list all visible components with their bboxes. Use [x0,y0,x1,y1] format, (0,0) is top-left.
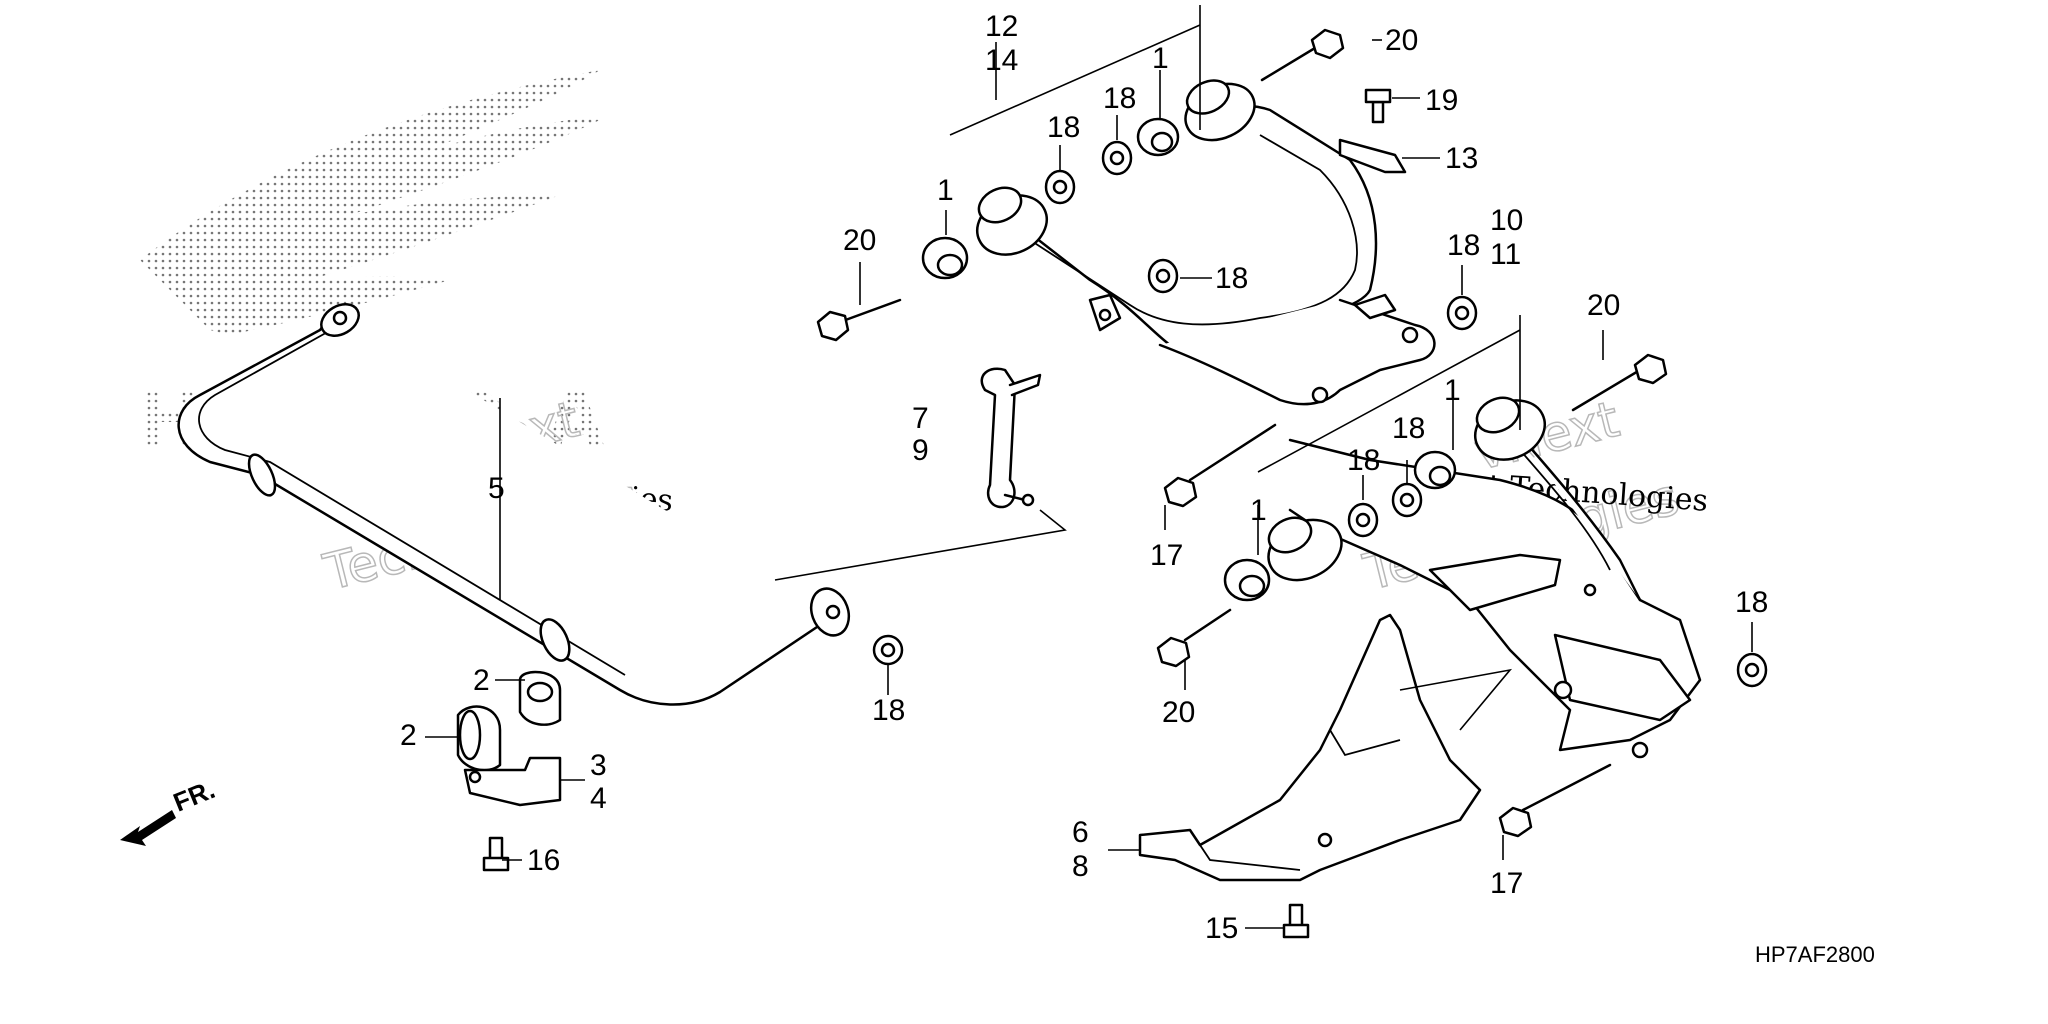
bolt-20-lower-right [1571,353,1668,412]
bushing-lower-front [1223,558,1271,602]
nut-18-d [1446,295,1478,331]
callout-1-upper-left: 1 [937,174,954,207]
callout-18-right: 18 [1447,229,1480,262]
callout-18-top-b: 18 [1047,111,1080,144]
callout-2-upper: 2 [473,664,490,697]
nut-18-c [1147,258,1179,294]
bushing-lower [456,705,502,772]
upper-arm [976,79,1436,406]
bolt-15 [1282,903,1310,939]
bolt-20-lower-left [1156,608,1232,668]
callout-2-lower: 2 [400,719,417,752]
callout-17-upper: 17 [1150,539,1183,572]
bushing-upper-front [921,236,969,280]
stabilizer-link [980,367,1042,509]
callout-1-upper-right: 1 [1152,42,1169,75]
nut-18-b [1101,140,1133,176]
callout-20-top: 20 [1385,24,1418,57]
stabilizer-bar [177,303,851,706]
bolt-20-upper-right [1260,28,1345,82]
flange-nut-stabilizer [872,634,904,666]
bushing-holder [463,756,562,807]
callout-20-right: 20 [1587,289,1620,322]
callout-1-lower-left: 1 [1250,494,1267,527]
nut-18-a [1044,169,1076,205]
callout-14: 14 [985,44,1018,77]
bushing-lower-rear [1413,450,1457,490]
callout-6: 6 [1072,816,1089,849]
bracket-13 [1338,138,1407,174]
callout-1-lower-right: 1 [1444,374,1461,407]
callout-18-far-right: 18 [1735,586,1768,619]
bolt-16 [482,836,510,872]
callout-20-upper-left: 20 [843,224,876,257]
callout-10: 10 [1490,204,1523,237]
callout-20-lower-left: 20 [1162,696,1195,729]
callout-9: 9 [912,434,929,467]
front-direction-arrow: FR. [120,774,219,846]
svg-text:FR.: FR. [169,774,219,818]
bushing-upper [518,670,562,726]
callout-labels: 12 14 1 20 19 18 18 13 1 20 18 10 11 18 … [400,10,1768,945]
callout-18-top-a: 18 [1103,82,1136,115]
bushing-upper-rear [1136,117,1180,157]
callout-18-lower-a: 18 [1347,444,1380,477]
callout-11: 11 [1490,238,1521,271]
callout-19: 19 [1425,84,1458,117]
callout-3: 3 [590,749,607,782]
callout-17-lower: 17 [1490,867,1523,900]
nut-18-f [1391,482,1423,518]
bolt-17-upper [1163,423,1277,508]
lower-arm [1267,396,1702,759]
callout-13: 13 [1445,142,1478,175]
callout-18-stabilizer: 18 [872,694,905,727]
callout-16: 16 [527,844,560,877]
diagram-code: HP7AF2800 [1755,942,1875,967]
callout-8: 8 [1072,850,1089,883]
bolt-17-lower [1498,763,1612,838]
callout-15: 15 [1205,912,1238,945]
nut-18-g [1736,652,1768,688]
bolt-19 [1364,88,1392,124]
arm-guard [1138,613,1482,882]
leader-lines [425,5,1753,929]
callout-4: 4 [590,782,607,815]
nut-18-e [1347,502,1379,538]
callout-18-upper-mid: 18 [1215,262,1248,295]
callout-7: 7 [912,402,929,435]
callout-5: 5 [488,472,505,505]
callout-18-lower-b: 18 [1392,412,1425,445]
bolt-20-upper-left [816,298,902,342]
callout-12: 12 [985,10,1018,43]
